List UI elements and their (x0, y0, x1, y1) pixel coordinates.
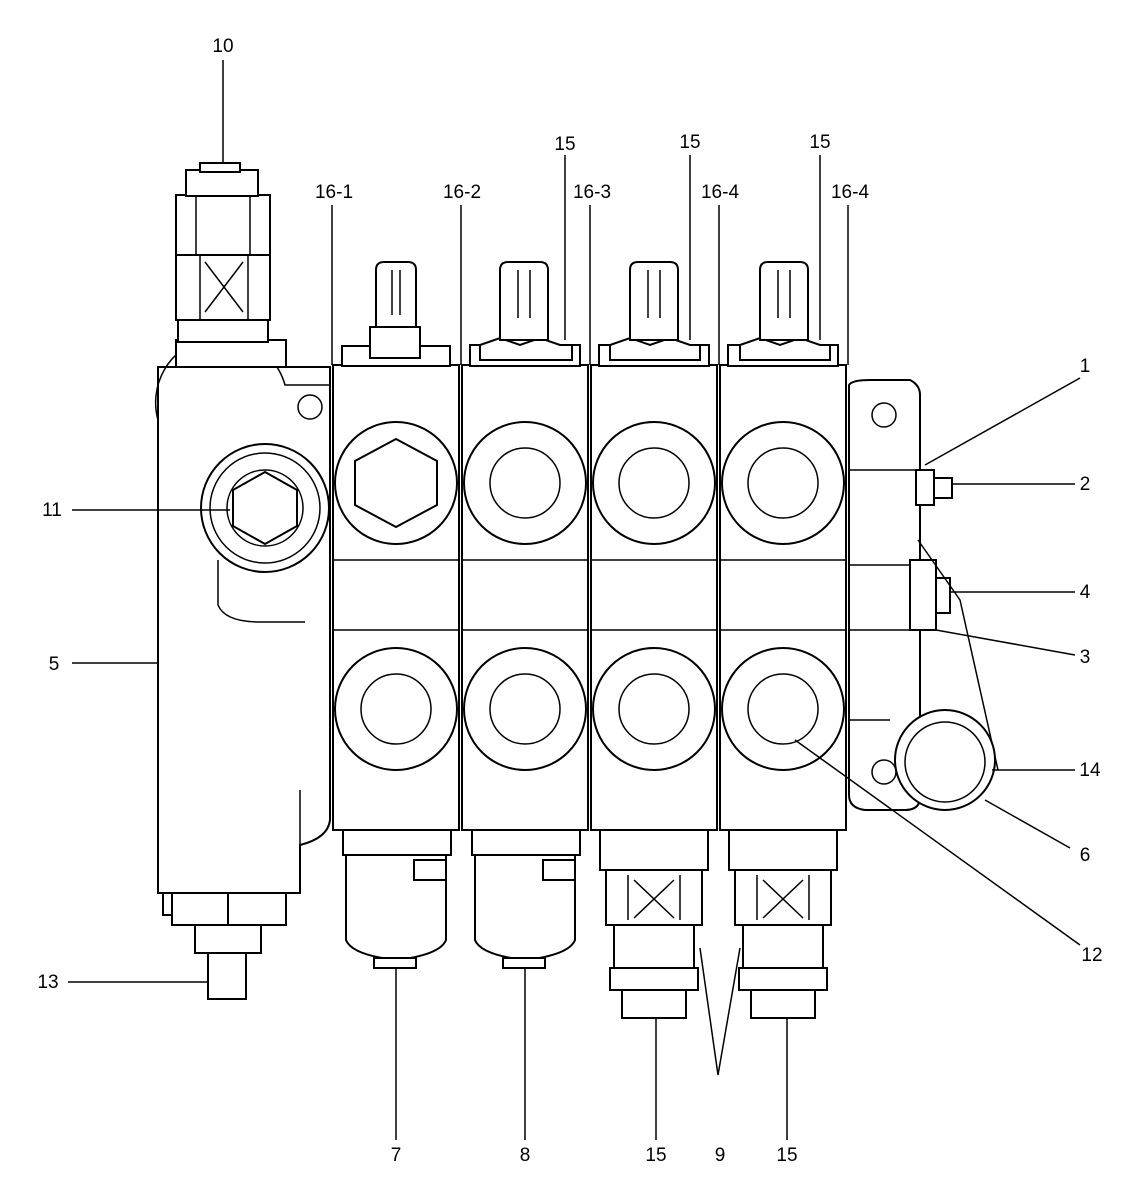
callout-15-top-2: 15 (679, 132, 700, 153)
callout-14: 14 (1079, 760, 1101, 781)
callout-6: 6 (1080, 845, 1091, 866)
callout-15-bottom-1: 15 (645, 1145, 666, 1166)
callout-15-top-1: 15 (554, 134, 575, 155)
callout-2: 2 (1080, 474, 1091, 495)
valve-section-4 (719, 261, 847, 1019)
callout-7: 7 (391, 1145, 402, 1166)
inlet-block (154, 335, 331, 894)
valve-section-2 (461, 261, 589, 969)
callout-1: 1 (1080, 356, 1091, 377)
callout-3: 3 (1080, 647, 1091, 668)
callout-9: 9 (715, 1145, 726, 1166)
callout-4: 4 (1080, 582, 1091, 603)
relief-valve (175, 162, 287, 368)
callout-15-top-3: 15 (809, 132, 830, 153)
callout-5: 5 (49, 654, 60, 675)
valve-section-1 (332, 261, 460, 969)
leader-lines (68, 60, 1081, 1140)
callout-10: 10 (212, 36, 233, 57)
callout-11: 11 (42, 500, 62, 521)
valve-section-3 (590, 261, 718, 1019)
callout-16-1: 16-1 (315, 182, 353, 203)
callout-12: 12 (1081, 945, 1102, 966)
callout-16-3: 16-3 (573, 182, 611, 203)
callout-16-2: 16-2 (443, 182, 481, 203)
bottom-fitting (162, 892, 287, 1000)
callout-13: 13 (37, 972, 58, 993)
end-plate (848, 379, 999, 811)
callout-16-4-b: 16-4 (831, 182, 869, 203)
callout-8: 8 (520, 1145, 531, 1166)
callout-16-4-a: 16-4 (701, 182, 739, 203)
callout-labels: 10 15 15 15 16-1 16-2 16-3 16-4 16-4 1 2… (37, 36, 1102, 1166)
callout-15-bottom-2: 15 (776, 1145, 797, 1166)
inlet-port (200, 443, 330, 573)
